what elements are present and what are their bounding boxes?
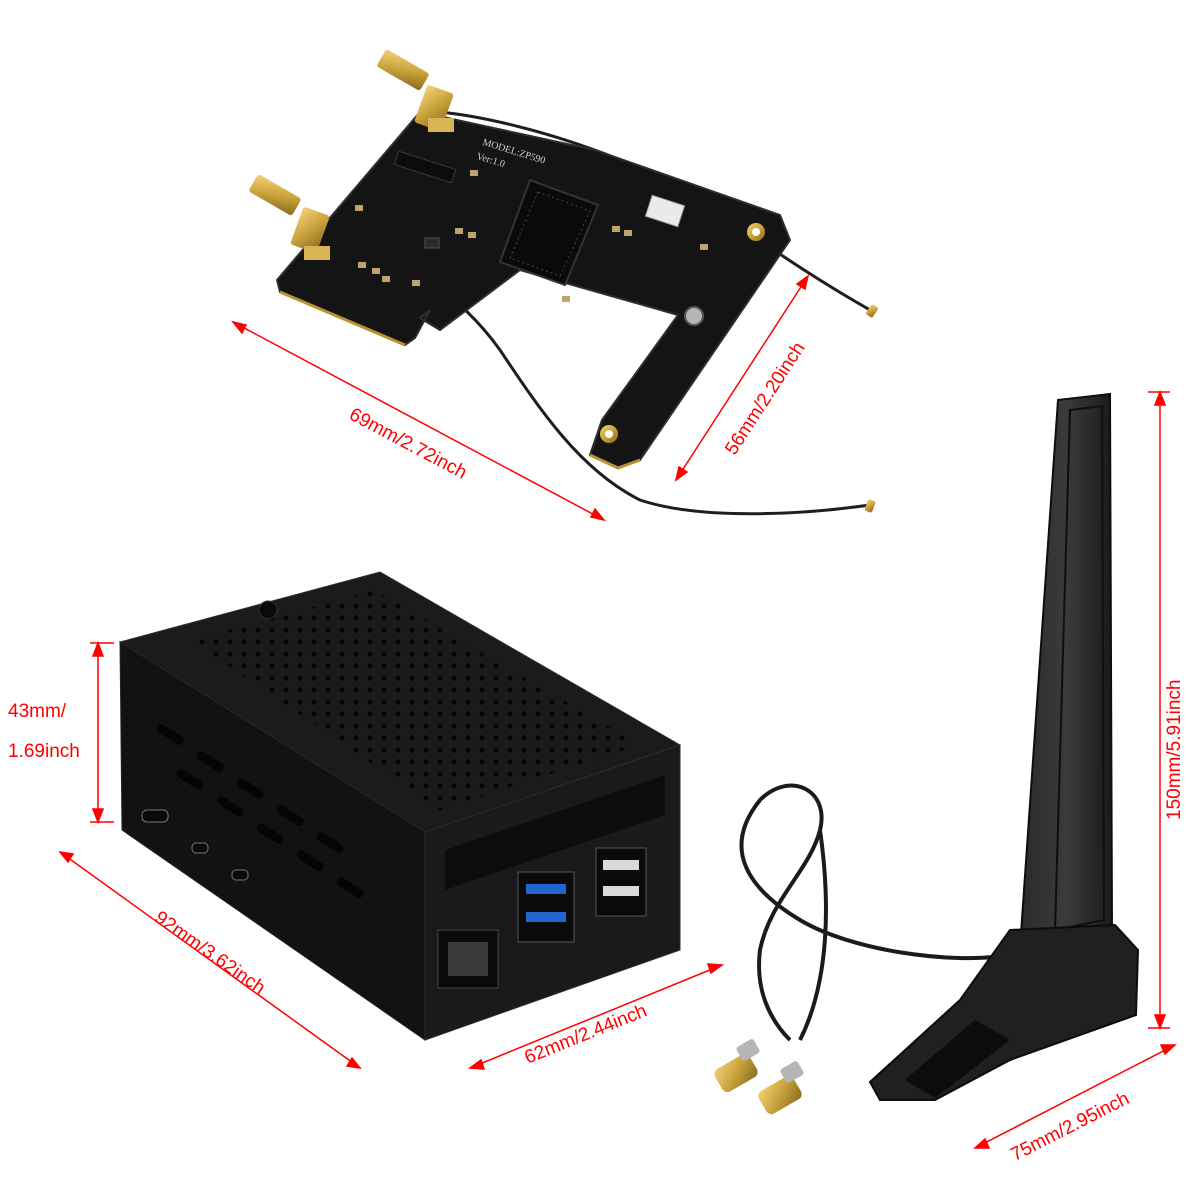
sma-connector-bottom — [249, 174, 330, 260]
standoff-screw — [684, 306, 704, 326]
smd-components — [355, 170, 708, 302]
antenna-dimension-lines — [973, 389, 1177, 1149]
board-dimension-lines — [231, 274, 810, 522]
usb3-port — [517, 871, 575, 943]
sma-plug-2 — [758, 1061, 804, 1115]
antenna-base — [868, 923, 1140, 1101]
metal-case — [118, 571, 682, 1041]
case-height-label-line2: 1.69inch — [8, 741, 80, 762]
usb2-port — [595, 847, 647, 917]
ffc-connector — [393, 150, 457, 184]
sma-plug-1 — [714, 1039, 760, 1093]
wifi-adapter-board — [249, 49, 878, 516]
sma-connector-top — [377, 49, 454, 132]
antenna-blade — [1018, 392, 1114, 950]
ufl-connector-1 — [866, 304, 878, 318]
antenna-height-label: 150mm/5.91inch — [1164, 679, 1185, 820]
external-antenna — [714, 392, 1140, 1115]
case-height-label-line1: 43mm/ — [8, 701, 67, 722]
micro-hdmi-port-1 — [191, 842, 209, 854]
mini-pcie-slot — [498, 178, 600, 287]
ufl-connector-2 — [864, 499, 876, 513]
case-dimension-lines — [58, 640, 725, 1070]
micro-hdmi-port-2 — [231, 869, 249, 881]
case-vents — [156, 724, 364, 898]
fan-connector — [644, 194, 686, 228]
usb-c-port — [141, 809, 169, 823]
antenna-cable — [739, 783, 1011, 1042]
